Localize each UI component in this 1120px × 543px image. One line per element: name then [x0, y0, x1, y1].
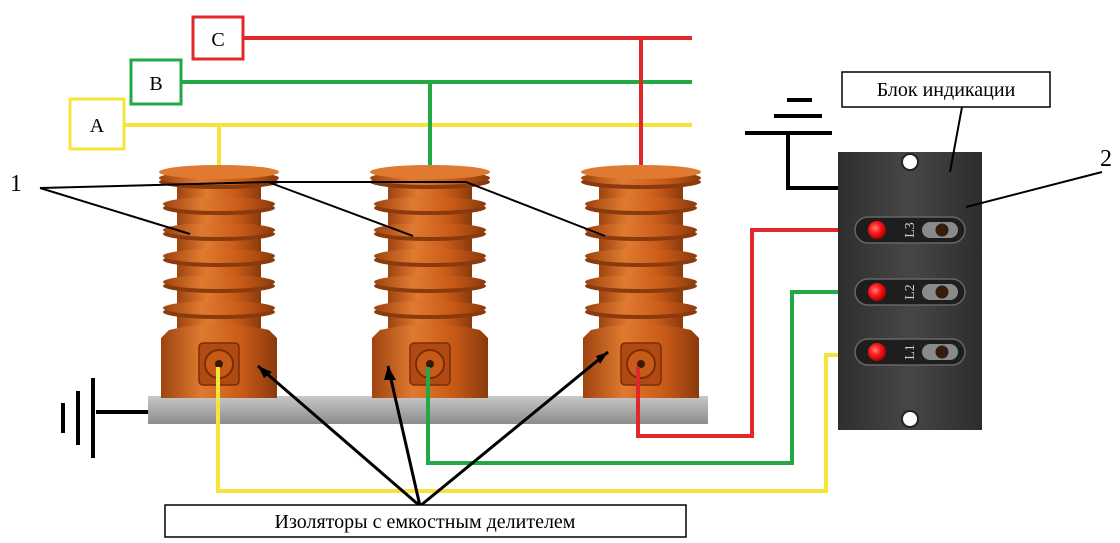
- insulator-shed: [374, 275, 486, 289]
- callout-number-2: 2: [1100, 146, 1112, 172]
- phase-a-label: A: [90, 115, 105, 137]
- bus-bars: [124, 36, 692, 165]
- test-socket-hole: [935, 223, 949, 237]
- wire-l2: [426, 290, 841, 465]
- mount-hole-top: [901, 153, 919, 171]
- indicator-block-label-text: Блок индикации: [877, 79, 1016, 101]
- indicator-row-mark: L3: [903, 222, 918, 238]
- indicator-row-l3: L3: [854, 216, 966, 244]
- indicator-row-mark: L2: [903, 284, 918, 300]
- test-socket-hole: [935, 285, 949, 299]
- ground-symbol-left: [61, 378, 148, 458]
- insulator-shed: [585, 301, 697, 315]
- phase-label-a: A: [68, 97, 126, 151]
- divider-tap-terminal: [215, 360, 223, 368]
- insulator-shed: [585, 223, 697, 237]
- insulator-top: [370, 165, 490, 179]
- insulator-top: [159, 165, 279, 179]
- insulators: [159, 165, 701, 398]
- indicator-row-l1: L1: [854, 338, 966, 366]
- insulator-shed: [374, 249, 486, 263]
- mount-hole-bottom: [901, 410, 919, 428]
- indicator-led: [868, 283, 886, 301]
- insulator-a: [159, 165, 279, 398]
- phase-label-b: B: [129, 58, 183, 106]
- phase-b-box: [129, 58, 183, 106]
- phase-c-label: C: [211, 29, 224, 51]
- insulators-caption: Изоляторы с емкостным делителем: [164, 504, 687, 538]
- insulator-shed: [163, 249, 275, 263]
- insulator-shed: [374, 301, 486, 315]
- divider-tap-terminal: [637, 360, 645, 368]
- insulator-shed: [163, 223, 275, 237]
- insulator-shed: [163, 301, 275, 315]
- insulator-top: [581, 165, 701, 179]
- caption-arrowheads: [258, 352, 608, 380]
- insulator-b: [370, 165, 490, 398]
- phase-c-box: [191, 15, 245, 61]
- divider-tap-terminal: [426, 360, 434, 368]
- insulator-shed: [163, 197, 275, 211]
- insulators-caption-box: [164, 504, 687, 538]
- insulators-caption-text: Изоляторы с емкостным делителем: [275, 511, 576, 533]
- indicator-row-mark: L1: [903, 344, 918, 360]
- indicator-row-l2: L2: [854, 278, 966, 306]
- indicator-block-label: Блок индикации: [841, 71, 1051, 108]
- insulator-shed: [585, 275, 697, 289]
- phase-a-box: [68, 97, 126, 151]
- indicator-led: [868, 343, 886, 361]
- insulator-shed: [585, 197, 697, 211]
- wire-l3: [636, 228, 841, 438]
- test-socket-hole: [935, 345, 949, 359]
- insulator-c: [581, 165, 701, 398]
- phase-b-label: B: [149, 73, 162, 95]
- wire-l1: [216, 353, 841, 493]
- indicator-led: [868, 221, 886, 239]
- insulator-shed: [585, 249, 697, 263]
- caption-arrows: [257, 350, 609, 508]
- indicator-block-label-box: [841, 71, 1051, 108]
- phase-label-c: C: [191, 15, 245, 61]
- callout-lines: [39, 106, 1103, 237]
- insulator-shed: [374, 223, 486, 237]
- callout-number-1: 1: [10, 171, 22, 197]
- ground-symbol-right: [745, 98, 841, 190]
- insulator-shed: [163, 275, 275, 289]
- signal-wires: [216, 228, 841, 493]
- insulator-shed: [374, 197, 486, 211]
